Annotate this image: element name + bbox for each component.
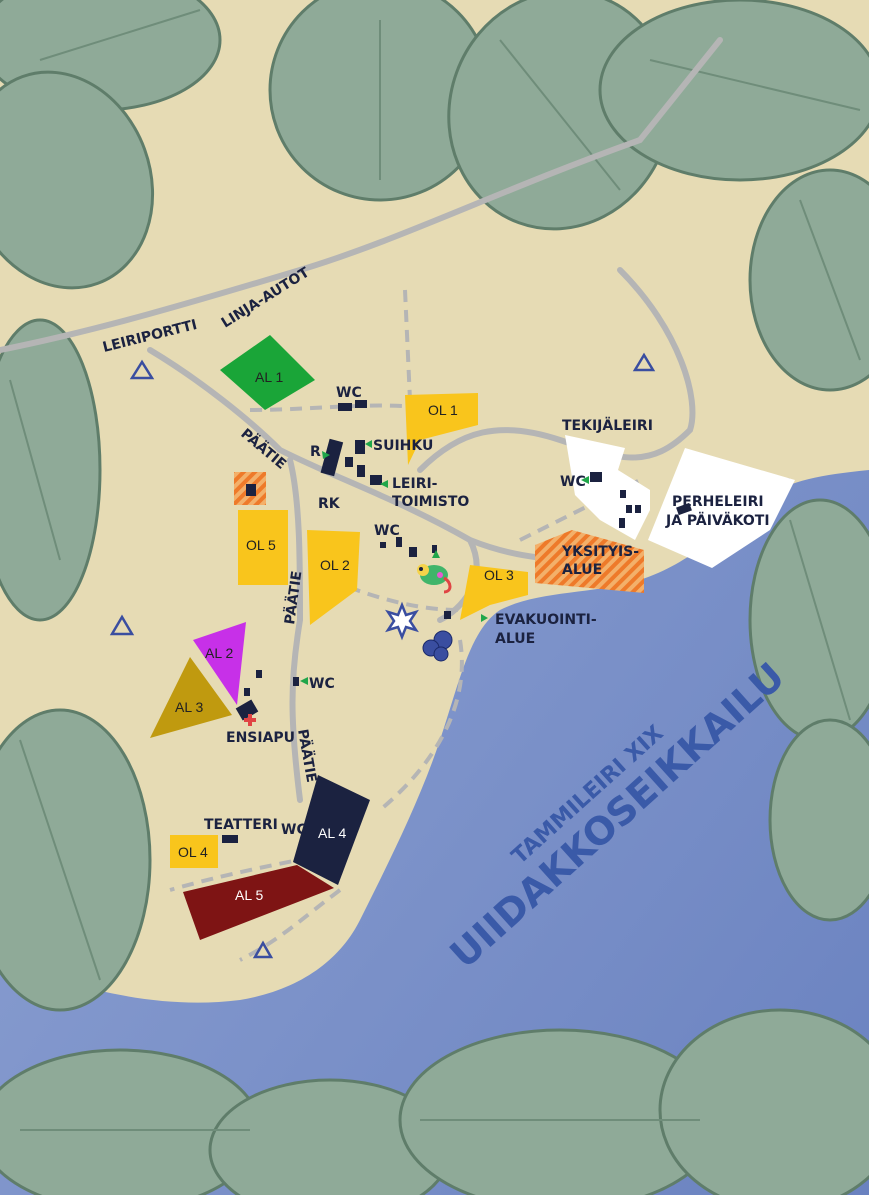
label-perheleiri-1: PERHELEIRI [672, 494, 764, 510]
label-perheleiri-2: JA PÄIVÄKOTI [665, 512, 770, 529]
leaf-veins [9, 9, 861, 1131]
label-leiritoimisto-1: LEIRI- [392, 476, 438, 492]
zone-yksityisalue[interactable] [535, 530, 644, 593]
area-perheleiri[interactable] [648, 448, 795, 568]
label-ol2: OL 2 [320, 557, 350, 573]
area-al4[interactable] [293, 775, 370, 885]
label-yksityisalue-2: ALUE [562, 562, 602, 578]
blueberry-icon [422, 630, 453, 662]
area-tekijaleiri[interactable] [565, 435, 650, 540]
area-al5[interactable] [183, 865, 334, 940]
label-al3: AL 3 [175, 699, 203, 715]
label-ol1: OL 1 [428, 402, 458, 418]
roads [0, 37, 723, 803]
label-wc-2: WC [374, 523, 400, 539]
first-aid-cross-icon [244, 714, 256, 726]
area-al2[interactable] [193, 622, 246, 705]
chameleon-icon [417, 564, 452, 594]
label-wc-1: WC [336, 385, 362, 401]
label-teatteri: TEATTERI [204, 817, 278, 833]
label-al1: AL 1 [255, 369, 283, 385]
label-r: R [310, 444, 321, 460]
area-al1[interactable] [220, 335, 315, 410]
label-ensiapu: ENSIAPU [226, 730, 295, 746]
label-leiritoimisto-2: TOIMISTO [392, 494, 469, 510]
label-ol5: OL 5 [246, 537, 276, 553]
star-icon [385, 601, 419, 641]
label-al5: AL 5 [235, 887, 263, 903]
direction-arrow-icon [300, 440, 589, 685]
label-ol4: OL 4 [178, 844, 208, 860]
label-tekijaleiri: TEKIJÄLEIRI [562, 417, 653, 434]
label-evakuointi-2: ALUE [495, 631, 535, 647]
label-suihku: SUIHKU [373, 438, 433, 454]
label-al4: AL 4 [318, 825, 346, 841]
land [0, 0, 869, 1003]
label-wc-4: WC [309, 676, 335, 692]
label-rk: RK [318, 496, 341, 512]
label-ol3: OL 3 [484, 567, 514, 583]
area-ol1[interactable] [405, 393, 478, 465]
area-ol5[interactable] [238, 510, 288, 585]
trails [169, 289, 791, 962]
area-ol4[interactable] [170, 835, 218, 868]
label-yksityisalue-1: YKSITYIS- [561, 544, 639, 560]
tent-icon [109, 352, 656, 959]
area-ol2[interactable] [307, 530, 360, 625]
label-wc-3: WC [560, 474, 586, 490]
area-al3[interactable] [150, 657, 232, 738]
label-evakuointi-1: EVAKUOINTI- [495, 612, 597, 628]
buildings [222, 400, 692, 843]
label-wc-5: WC [281, 822, 307, 838]
area-ol3[interactable] [460, 565, 528, 620]
label-al2: AL 2 [205, 645, 233, 661]
